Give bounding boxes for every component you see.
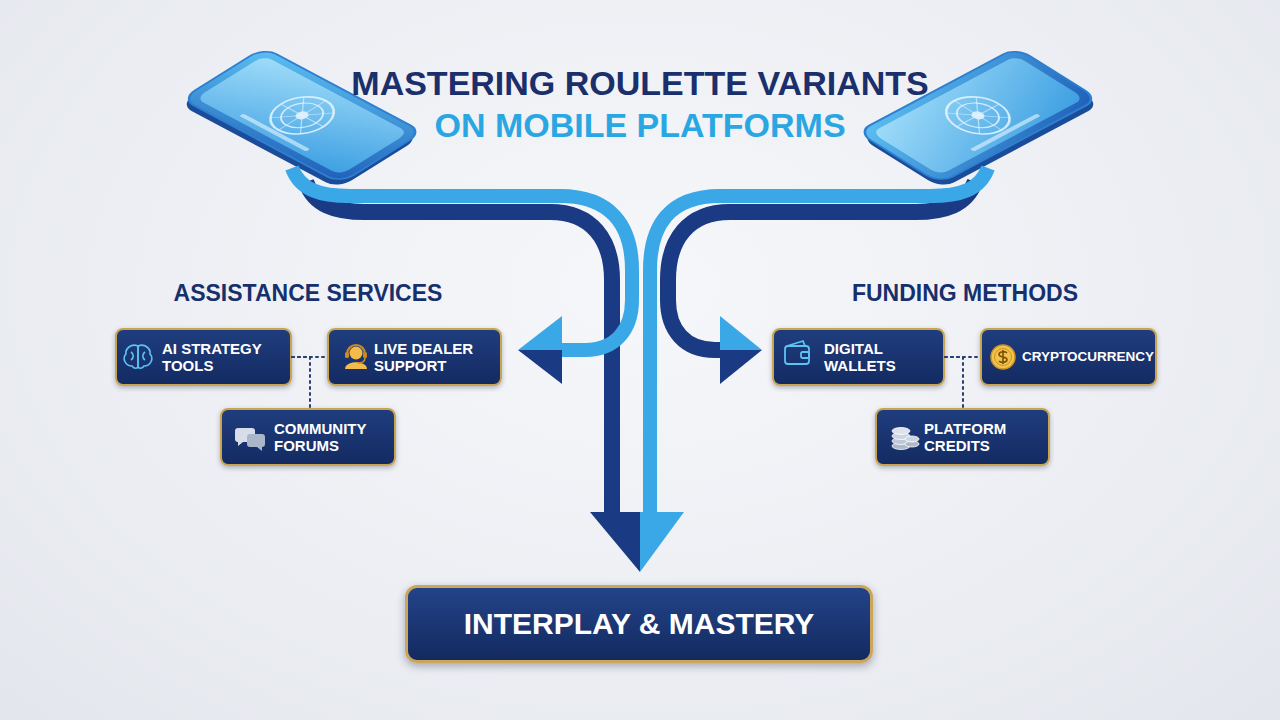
dotted-connector bbox=[292, 357, 310, 408]
coin-layer bbox=[892, 438, 910, 445]
dotted-connector bbox=[292, 356, 327, 358]
box-label: DIGITAL WALLETS bbox=[824, 340, 934, 375]
screen-bar bbox=[970, 113, 1041, 151]
flow-ribbon bbox=[668, 182, 975, 350]
headset-band bbox=[347, 345, 365, 354]
roulette-spokes bbox=[257, 89, 346, 141]
arrow-head bbox=[590, 512, 640, 572]
service-box: LIVE DEALER SUPPORT bbox=[327, 328, 502, 386]
brain-icon bbox=[124, 345, 152, 368]
funding-box: CRYPTOCURRENCY bbox=[980, 328, 1157, 386]
funding-box: PLATFORM CREDITS bbox=[875, 408, 1050, 466]
service-box: COMMUNITY FORUMS bbox=[220, 408, 396, 466]
headset-icon bbox=[345, 345, 367, 369]
box-label: CRYPTOCURRENCY bbox=[1022, 349, 1154, 365]
coin-layer bbox=[905, 441, 919, 447]
service-box: AI STRATEGY TOOLS bbox=[115, 328, 292, 386]
roulette-spokes bbox=[933, 89, 1022, 141]
flow-ribbon bbox=[292, 168, 632, 350]
wallet-body bbox=[785, 346, 809, 364]
screen-bar bbox=[239, 113, 310, 151]
chat-bubble bbox=[247, 434, 265, 451]
result-box: INTERPLAY & MASTERY bbox=[405, 585, 873, 663]
coin-layer bbox=[905, 436, 919, 442]
arrow-head bbox=[640, 512, 684, 572]
chat-icon bbox=[235, 428, 265, 451]
headset-mic bbox=[358, 358, 365, 363]
coin-layer bbox=[892, 443, 910, 450]
coin-layer bbox=[892, 428, 910, 435]
group-heading: FUNDING METHODS bbox=[765, 279, 1165, 307]
coins-icon bbox=[892, 428, 919, 450]
arrow-head bbox=[720, 316, 762, 350]
wallet-clasp bbox=[801, 352, 809, 358]
diagram-title: MASTERING ROULETTE VARIANTS ON MOBILE PL… bbox=[335, 62, 945, 146]
wallet-icon bbox=[785, 341, 809, 364]
chat-bubble bbox=[235, 428, 255, 446]
arrow-head bbox=[720, 350, 762, 384]
roulette-wheel bbox=[257, 89, 346, 141]
person-head bbox=[350, 347, 363, 360]
group-heading: ASSISTANCE SERVICES bbox=[108, 279, 508, 307]
coin-face bbox=[991, 345, 1015, 369]
box-label: AI STRATEGY TOOLS bbox=[162, 340, 280, 375]
dotted-connector bbox=[945, 357, 963, 408]
brain-half bbox=[124, 345, 138, 368]
coin-icon bbox=[991, 345, 1015, 369]
brain-half bbox=[138, 345, 152, 368]
box-label: PLATFORM CREDITS bbox=[924, 420, 1044, 455]
coin-layer bbox=[892, 433, 910, 440]
currency-symbol bbox=[999, 350, 1007, 364]
person-body bbox=[345, 362, 367, 369]
arrow-head bbox=[518, 350, 562, 384]
headset-cup bbox=[363, 352, 367, 358]
headset-cup bbox=[345, 352, 349, 358]
arrow-head bbox=[518, 316, 562, 350]
roulette-wheel bbox=[933, 89, 1022, 141]
box-label: LIVE DEALER SUPPORT bbox=[374, 340, 499, 375]
box-label: COMMUNITY FORUMS bbox=[274, 420, 392, 455]
wallet-flap bbox=[787, 341, 805, 346]
box-label: INTERPLAY & MASTERY bbox=[464, 607, 815, 642]
coin-rim bbox=[995, 349, 1012, 366]
dotted-connector bbox=[945, 356, 980, 358]
brain-fold bbox=[131, 352, 145, 360]
funding-box: DIGITAL WALLETS bbox=[772, 328, 945, 386]
